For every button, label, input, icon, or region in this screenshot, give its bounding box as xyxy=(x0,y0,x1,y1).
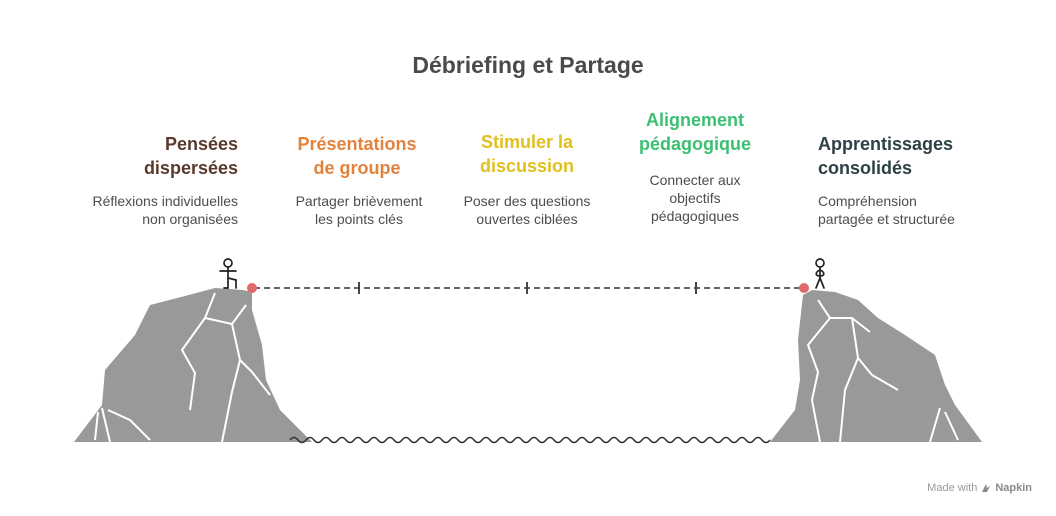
made-with-label: Made with xyxy=(927,482,978,494)
step-2-title-line1: Présentations xyxy=(297,134,417,154)
step-3-desc-line1: Poser des questions xyxy=(463,193,591,209)
step-1-desc-line1: Réflexions individuelles xyxy=(92,193,238,209)
step-5-title-line2: consolidés xyxy=(818,158,913,178)
right-cliff xyxy=(770,290,982,443)
step-1-title: Pensées dispersées xyxy=(118,132,238,180)
step-4-title-line2: pédagogique xyxy=(639,134,751,154)
water-waves xyxy=(289,436,771,444)
step-1-desc-line2: non organisées xyxy=(142,211,238,227)
diagram-title: Débriefing et Partage xyxy=(412,52,644,78)
end-marker xyxy=(799,283,809,293)
step-2-desc-line2: les points clés xyxy=(315,211,403,227)
step-4-title-line1: Alignement xyxy=(645,110,744,130)
step-4-description: Connecter aux objectifs pédagogiques xyxy=(615,171,775,225)
step-4-title: Alignement pédagogique xyxy=(615,108,775,156)
napkin-logo-icon xyxy=(982,484,991,492)
step-1-description: Réflexions individuelles non organisées xyxy=(68,192,238,228)
step-5-desc-line1: Compréhension xyxy=(818,193,917,209)
step-3-desc-line2: ouvertes ciblées xyxy=(476,211,578,227)
step-5-title: Apprentissages consolidés xyxy=(818,132,1018,180)
step-4-desc-line2: objectifs xyxy=(669,190,721,206)
step-3-title-line2: discussion xyxy=(479,156,575,176)
step-2-desc-line1: Partager brièvement xyxy=(295,193,423,209)
napkin-brand-label: Napkin xyxy=(995,482,1032,494)
footer-credit: Made with Napkin xyxy=(927,482,1032,494)
step-3-title-line1: Stimuler la xyxy=(480,132,574,152)
step-5-desc-line2: partagée et structurée xyxy=(818,211,955,227)
step-2-title-line2: de groupe xyxy=(313,158,401,178)
step-3-title: Stimuler la discussion xyxy=(447,130,607,178)
step-4-desc-line1: Connecter aux xyxy=(649,172,741,188)
step-5-description: Compréhension partagée et structurée xyxy=(818,192,1028,228)
stick-figure-walking-icon xyxy=(219,258,237,289)
step-5-title-line1: Apprentissages xyxy=(818,134,954,154)
start-marker xyxy=(247,283,257,293)
left-cliff xyxy=(74,288,312,443)
step-1-title-line2: dispersées xyxy=(143,158,238,178)
step-3-description: Poser des questions ouvertes ciblées xyxy=(442,192,612,228)
step-1-title-line1: Pensées xyxy=(164,134,238,154)
stick-figure-standing-icon xyxy=(815,258,825,289)
step-2-title: Présentations de groupe xyxy=(277,132,437,180)
step-4-desc-line3: pédagogiques xyxy=(651,208,739,224)
step-2-description: Partager brièvement les points clés xyxy=(279,192,439,228)
